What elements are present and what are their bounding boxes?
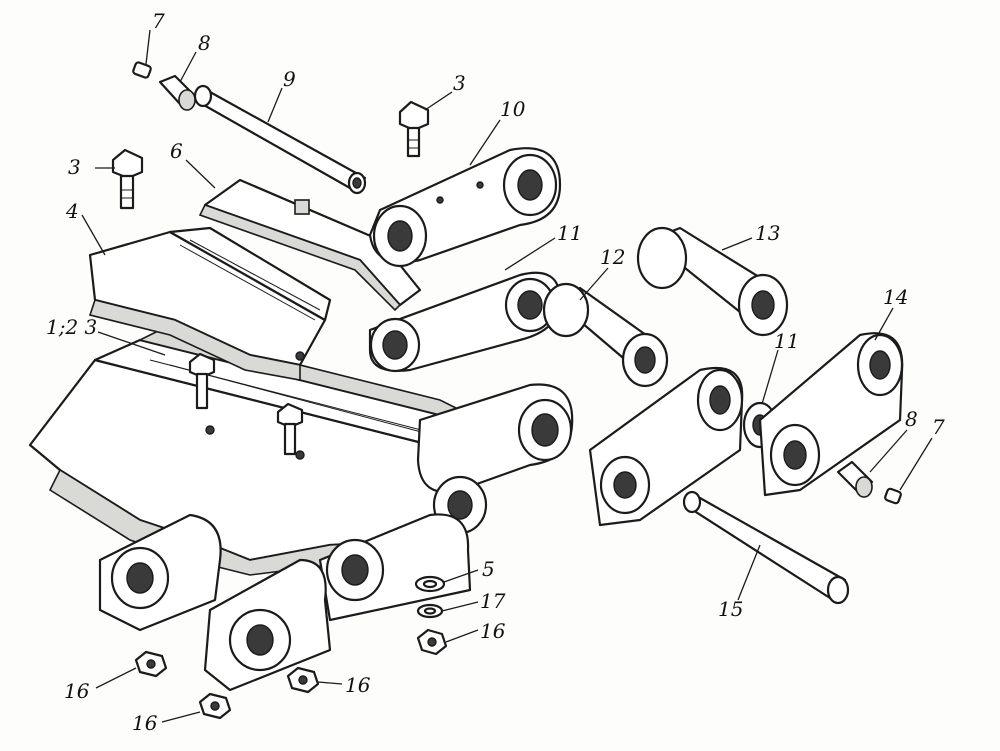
callout-17: 17: [480, 589, 506, 613]
callout-7-right: 7: [932, 415, 945, 439]
nut-lower-middle: [286, 666, 320, 694]
link-right-14: [758, 332, 904, 497]
callout-4: 4: [65, 199, 79, 223]
nut-center: [416, 628, 448, 656]
link-assembly: [98, 271, 574, 692]
pin-upper: [193, 84, 367, 195]
grouser-bar: [88, 226, 332, 381]
callout-13: 13: [755, 221, 780, 245]
bolt-shoe-2: [276, 402, 304, 456]
callout-16-bottom: 16: [132, 711, 158, 735]
plate: [198, 178, 422, 312]
callout-6: 6: [170, 139, 183, 163]
bolt-left: [111, 148, 144, 210]
callout-15: 15: [718, 597, 743, 621]
callouts: 7 8 9 3 10 3 6 4 11 12 13 1;2 3 14 11 8 …: [46, 9, 945, 735]
callout-14: 14: [883, 285, 908, 309]
callout-16-lower-middle: 16: [345, 673, 371, 697]
callout-16-lower-left: 16: [64, 679, 90, 703]
cap-upper-left: [132, 61, 152, 79]
callout-11-right: 11: [774, 329, 799, 353]
callout-9: 9: [283, 67, 296, 91]
washer-5: [414, 575, 446, 593]
callout-1-2-3: 1;2 3: [46, 315, 97, 339]
bolt-right: [398, 100, 430, 158]
bushing-right: [836, 460, 874, 498]
callout-8-top: 8: [198, 31, 211, 55]
link-top: [368, 147, 562, 268]
spring-washer-17: [416, 603, 444, 619]
bolt-shoe-1: [188, 352, 216, 410]
callout-10: 10: [500, 97, 526, 121]
callout-11-center: 11: [557, 221, 582, 245]
pin-15: [682, 490, 850, 605]
bushing-upper-left: [158, 74, 197, 111]
callout-3-right: 3: [453, 71, 466, 95]
cap-right: [884, 487, 902, 505]
callout-16-center: 16: [480, 619, 506, 643]
nut-bottom: [198, 692, 232, 720]
callout-7-top: 7: [152, 9, 165, 33]
callout-3-left: 3: [68, 155, 81, 179]
callout-12: 12: [600, 245, 625, 269]
link-right-outer: [588, 366, 744, 527]
callout-5: 5: [482, 557, 495, 581]
nut-lower-left: [134, 650, 168, 678]
leader-lines: [81, 29, 933, 723]
bushing-12: [542, 282, 669, 388]
callout-8-right: 8: [905, 407, 918, 431]
bushing-13: [636, 226, 789, 337]
